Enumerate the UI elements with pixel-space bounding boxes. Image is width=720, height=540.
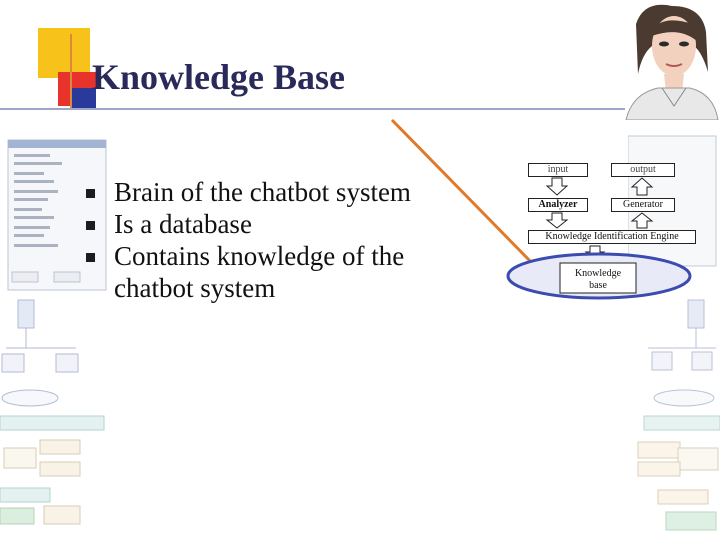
accent-vertical-line	[70, 34, 72, 108]
output-box: output	[611, 163, 675, 177]
chatbot-screenshot-icon	[0, 139, 107, 525]
slide-title: Knowledge Base	[92, 57, 346, 97]
bullet-square-icon	[86, 253, 95, 262]
analyzer-box: Analyzer	[528, 198, 588, 212]
bullet-text: Is a database	[114, 209, 252, 239]
presenter-avatar-icon	[625, 4, 719, 120]
engine-box: Knowledge Identification Engine	[528, 230, 696, 244]
bullet-item: Brain of the chatbot system	[84, 176, 474, 208]
bullet-item: Is a database	[84, 208, 474, 240]
bullet-item: Contains knowledge of the chatbot system	[84, 240, 474, 304]
title-underline	[0, 108, 625, 110]
accent-square-blue	[72, 88, 96, 108]
knowledge-base-label: Knowledge base	[560, 268, 636, 292]
input-box: input	[528, 163, 588, 177]
bullet-text: Brain of the chatbot system	[114, 177, 411, 207]
knowledge-base-box	[559, 262, 637, 294]
generator-box: Generator	[611, 198, 675, 212]
up-arrow-icon	[630, 177, 654, 196]
bullet-text: Contains knowledge of the chatbot system	[114, 241, 405, 303]
knowledge-base-line2: base	[589, 280, 607, 291]
down-arrow-icon	[545, 212, 569, 229]
knowledge-base-line1: Knowledge	[574, 268, 622, 279]
bullet-square-icon	[86, 189, 95, 198]
bullet-list: Brain of the chatbot system Is a databas…	[84, 176, 474, 304]
up-arrow-icon	[630, 212, 654, 229]
accent-square-yellow	[38, 28, 90, 78]
down-arrow-icon	[545, 177, 569, 196]
pointer-line	[390, 118, 534, 265]
bullet-square-icon	[86, 221, 95, 230]
